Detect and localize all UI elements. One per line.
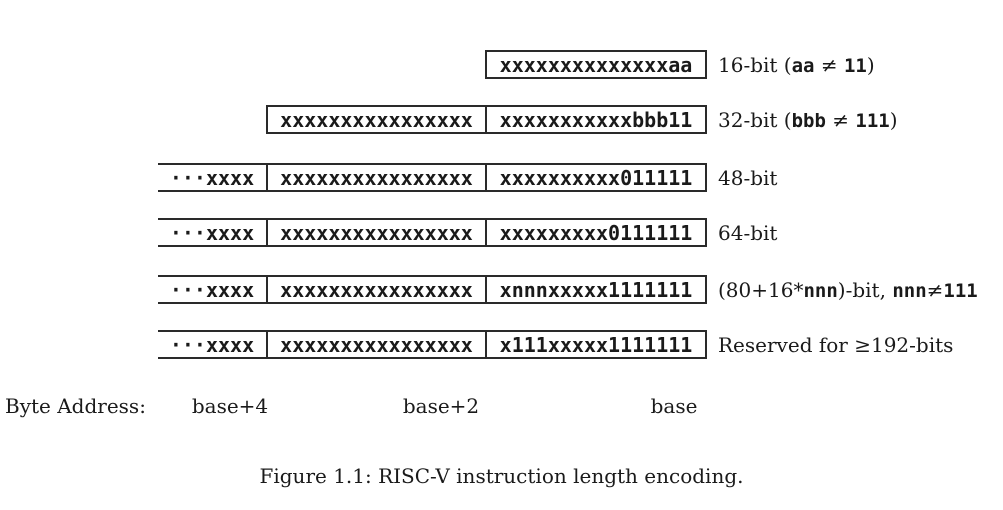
byte-address-value: base — [650, 394, 698, 418]
label-segment: Reserved for ≥192-bits — [718, 332, 954, 357]
instruction-field: xxxxxxxxxxxxxxaa — [485, 50, 707, 79]
label-segment: nnn — [803, 279, 838, 302]
instruction-field: xxxxxxxxxxxxxxxx — [266, 218, 487, 247]
instruction-field: xxxxxxxxxxxxxxxx — [266, 275, 487, 304]
label-segment: ≠ — [814, 52, 844, 77]
label-segment: 111 — [943, 279, 978, 302]
instruction-field: ···xxxx — [158, 275, 268, 304]
label-segment: bbb — [791, 109, 826, 132]
label-segment: 16-bit ( — [718, 52, 792, 77]
instruction-field: xxxxxxxxxxxbbb11 — [485, 105, 707, 134]
label-segment: ) — [889, 107, 898, 132]
row-length-label: 64-bit — [718, 221, 777, 245]
instruction-field: xxxxxxxxxx011111 — [485, 163, 707, 192]
label-segment: ) — [866, 52, 875, 77]
row-length-label: 16-bit (aa ≠ 11) — [718, 53, 875, 77]
instruction-field: ···xxxx — [158, 330, 268, 359]
label-segment: 32-bit ( — [718, 107, 792, 132]
instruction-field: ···xxxx — [158, 218, 268, 247]
byte-address-row: Byte Address: base+4 base+2 base — [0, 394, 1003, 420]
row-length-label: Reserved for ≥192-bits — [718, 333, 953, 357]
byte-address-value: base+4 — [191, 394, 269, 418]
label-segment: ≠ — [825, 107, 856, 132]
label-segment: 64-bit — [718, 220, 778, 245]
instruction-field: x111xxxxx1111111 — [485, 330, 707, 359]
label-segment: )-bit, — [837, 277, 893, 302]
byte-address-label: Byte Address: — [5, 394, 146, 418]
instruction-field: ···xxxx — [158, 163, 268, 192]
byte-address-value: base+2 — [402, 394, 480, 418]
instruction-field: xxxxxxxxxxxxxxxx — [266, 330, 487, 359]
instruction-field: xxxxxxxxxxxxxxxx — [266, 163, 487, 192]
label-segment: aa — [791, 54, 815, 77]
row-length-label: (80+16*nnn)-bit, nnn≠111 — [718, 278, 978, 302]
label-segment: nnn — [892, 279, 927, 302]
label-segment: ≠ — [926, 277, 944, 302]
label-segment: 111 — [855, 109, 890, 132]
label-segment: (80+16* — [718, 277, 804, 302]
row-length-label: 48-bit — [718, 166, 777, 190]
figure-caption: Figure 1.1: RISC-V instruction length en… — [259, 464, 744, 488]
instruction-field: xxxxxxxxxxxxxxxx — [266, 105, 487, 134]
instruction-fields-group: xxxxxxxxxxxxxxaa — [485, 50, 707, 79]
label-segment: 48-bit — [718, 165, 778, 190]
row-length-label: 32-bit (bbb ≠ 111) — [718, 108, 898, 132]
instruction-field: xxxxxxxxx0111111 — [485, 218, 707, 247]
label-segment: 11 — [843, 54, 867, 77]
encoding-row-16-bit: xxxxxxxxxxxxxxaa 16-bit (aa ≠ 11) — [0, 50, 1003, 79]
instruction-field: xnnnxxxxx1111111 — [485, 275, 707, 304]
